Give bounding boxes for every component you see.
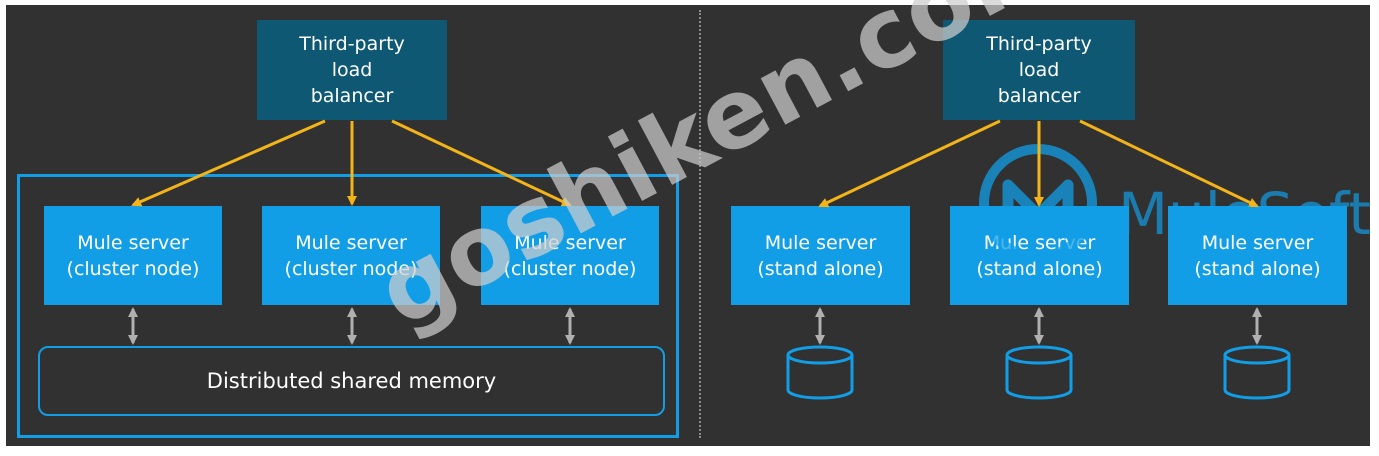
cluster-boundary (17, 174, 679, 438)
node-title: Mule server (1201, 231, 1314, 254)
lb-arrow (1079, 119, 1259, 208)
cluster-node-1: Mule server (cluster node) (44, 206, 222, 305)
node-title: Mule server (764, 231, 877, 254)
lb-arrow (818, 119, 1001, 208)
section-divider (699, 10, 701, 438)
diagram-canvas (6, 5, 1370, 446)
mulesoft-logo-text: MuleSoft (1118, 180, 1372, 248)
lb-arrow (391, 119, 572, 207)
database-icon (1223, 345, 1291, 400)
node-title: Mule server (514, 231, 626, 254)
node-subtitle: (cluster node) (503, 257, 637, 280)
node-subtitle: (cluster node) (284, 257, 418, 280)
node-subtitle: (stand alone) (757, 257, 884, 280)
cluster-node-3: Mule server (cluster node) (481, 206, 659, 305)
node-subtitle: (stand alone) (1194, 257, 1321, 280)
node-subtitle: (stand alone) (976, 257, 1103, 280)
node-title: Mule server (295, 231, 407, 254)
standalone-node-1: Mule server (stand alone) (731, 206, 910, 305)
distributed-shared-memory: Distributed shared memory (38, 346, 665, 416)
database-icon (1005, 345, 1073, 400)
lb-arrow (131, 119, 326, 207)
node-subtitle: (cluster node) (66, 257, 200, 280)
load-balancer-clustered: Third-party load balancer (257, 20, 447, 120)
cluster-node-2: Mule server (cluster node) (262, 206, 440, 305)
standalone-node-3: Mule server (stand alone) (1168, 206, 1347, 305)
node-title: Mule server (77, 231, 189, 254)
load-balancer-standalone: Third-party load balancer (943, 20, 1135, 120)
database-icon (786, 345, 854, 400)
